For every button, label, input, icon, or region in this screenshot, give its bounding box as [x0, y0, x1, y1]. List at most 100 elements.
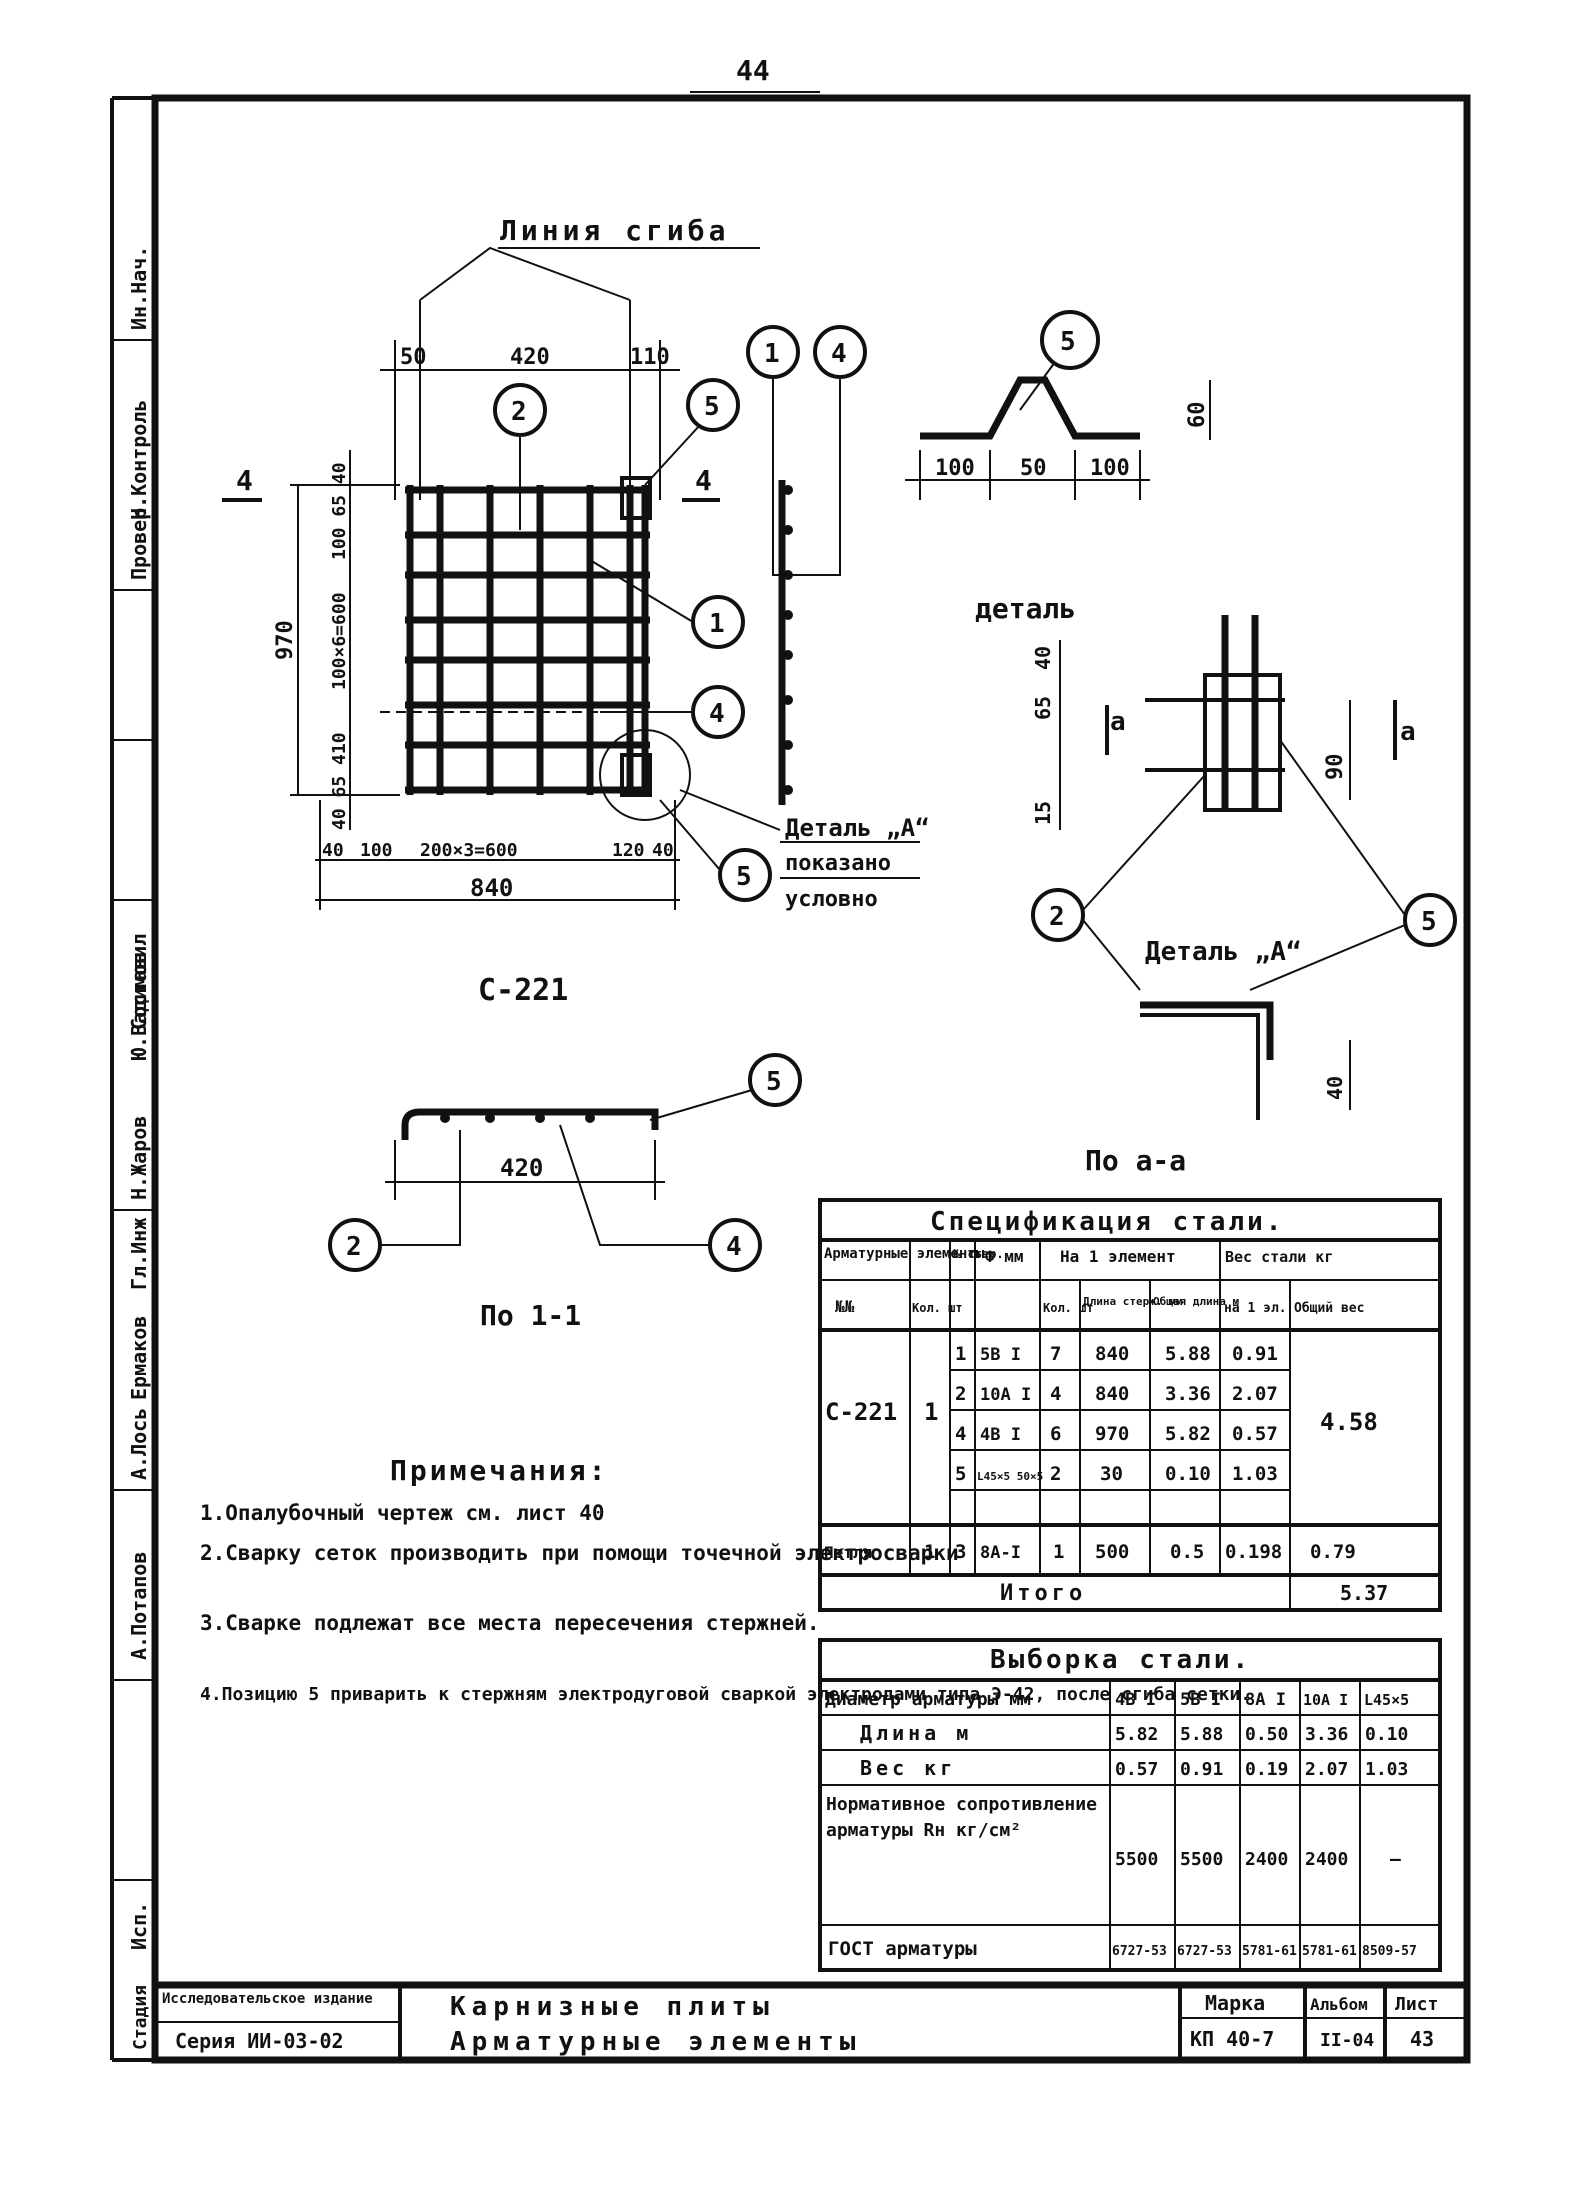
svg-text:Н.Контроль: Н.Контроль [127, 400, 151, 520]
svg-text:—: — [1390, 1849, 1401, 1870]
svg-text:5500: 5500 [1180, 1849, 1223, 1870]
svg-text:40: 40 [322, 840, 344, 861]
svg-text:40 65 410: 40 65 410 [329, 732, 350, 830]
svg-text:Кол. шт: Кол. шт [912, 1301, 963, 1315]
svg-text:Выборка стали.: Выборка стали. [990, 1645, 1251, 1675]
svg-text:Ермаков: Ермаков [127, 1316, 151, 1400]
svg-text:6727-53: 6727-53 [1177, 1944, 1232, 1959]
svg-text:420: 420 [510, 345, 550, 370]
svg-text:на 1 эл.: на 1 эл. [1224, 1301, 1287, 1316]
svg-text:0.5: 0.5 [1170, 1541, 1204, 1563]
svg-text:5.37: 5.37 [1340, 1581, 1388, 1605]
svg-text:Деталь „А“: Деталь „А“ [785, 814, 930, 842]
svg-text:8А I: 8А I [1245, 1690, 1286, 1710]
svg-text:5: 5 [1060, 327, 1076, 357]
svg-text:1: 1 [1053, 1541, 1064, 1563]
svg-text:5: 5 [1421, 907, 1437, 937]
svg-text:Гл.Инж: Гл.Инж [127, 1218, 151, 1290]
svg-text:0.198: 0.198 [1225, 1541, 1282, 1563]
svg-text:2400: 2400 [1305, 1849, 1348, 1870]
svg-text:Арматурные элементы: Арматурные элементы [824, 1246, 985, 1262]
svg-text:показано: показано [785, 851, 891, 876]
svg-text:1.Опалубочный чертеж см. лист: 1.Опалубочный чертеж см. лист 40 [200, 1501, 605, 1525]
svg-text:120: 120 [612, 840, 645, 861]
svg-text:№ стер.: № стер. [953, 1247, 1004, 1261]
svg-text:С-221: С-221 [825, 1398, 897, 1426]
svg-text:8509-57: 8509-57 [1362, 1944, 1417, 1959]
svg-text:0.50: 0.50 [1245, 1724, 1288, 1745]
svg-text:Общая длина м: Общая длина м [1153, 1295, 1239, 1308]
sheet-top-number: 44 [736, 54, 770, 87]
svg-text:8А-I: 8А-I [980, 1543, 1021, 1563]
svg-text:Серия ИИ-03-02: Серия ИИ-03-02 [175, 2029, 344, 2053]
svg-text:200×3=600: 200×3=600 [420, 840, 518, 861]
svg-text:Кол. шт: Кол. шт [1043, 1301, 1094, 1315]
svg-text:4.Позицию 5 приварить к стержн: 4.Позицию 5 приварить к стержням электро… [200, 1684, 1251, 1705]
svg-text:Итого: Итого [1000, 1581, 1086, 1606]
svg-text:2: 2 [511, 397, 527, 427]
svg-text:5В I: 5В I [1180, 1690, 1221, 1710]
svg-text:2: 2 [346, 1232, 362, 1262]
svg-text:5.88: 5.88 [1165, 1343, 1211, 1365]
svg-text:II-04: II-04 [1320, 2030, 1374, 2051]
svg-text:0.57: 0.57 [1115, 1759, 1158, 1780]
svg-text:60: 60 [1185, 402, 1210, 429]
svg-text:ГОСТ арматуры: ГОСТ арматуры [828, 1938, 977, 1960]
svg-text:40: 40 [652, 840, 674, 861]
svg-text:По 1-1: По 1-1 [480, 1299, 581, 1332]
svg-text:Карнизные плиты: Карнизные плиты [450, 1992, 775, 2022]
svg-text:1.03: 1.03 [1232, 1463, 1278, 1485]
svg-text:3.36: 3.36 [1165, 1383, 1211, 1405]
svg-text:а: а [1400, 717, 1416, 747]
svg-text:4.58: 4.58 [1320, 1408, 1378, 1436]
sample-table: Выборка стали. Диаметр арматуры мм 4В I … [818, 1638, 1442, 1972]
svg-text:40: 40 [1031, 646, 1055, 670]
svg-text:4В I: 4В I [980, 1425, 1021, 1445]
svg-text:Деталь „А“: Деталь „А“ [1145, 937, 1302, 967]
svg-text:840: 840 [470, 874, 513, 902]
svg-text:110: 110 [630, 345, 670, 370]
svg-text:420: 420 [500, 1154, 543, 1182]
svg-text:0.10: 0.10 [1165, 1463, 1211, 1485]
svg-text:Ин.Нач.: Ин.Нач. [127, 246, 151, 330]
svg-text:2.07: 2.07 [1305, 1759, 1348, 1780]
svg-text:L45×5 50×5: L45×5 50×5 [977, 1470, 1043, 1483]
svg-text:6: 6 [1050, 1423, 1061, 1445]
svg-text:4: 4 [236, 464, 253, 497]
svg-text:На 1 элемент: На 1 элемент [1060, 1247, 1176, 1266]
svg-text:0.57: 0.57 [1232, 1423, 1278, 1445]
svg-text:По а-а: По а-а [1085, 1144, 1186, 1177]
svg-text:А.Потапов: А.Потапов [127, 1552, 151, 1660]
svg-text:2: 2 [1050, 1463, 1061, 1485]
svg-text:2: 2 [1049, 902, 1065, 932]
svg-text:970: 970 [1095, 1423, 1129, 1445]
svg-text:500: 500 [1095, 1541, 1129, 1563]
svg-text:деталь: деталь [975, 592, 1076, 625]
svg-text:Лист: Лист [1395, 1994, 1438, 2015]
svg-text:0.19: 0.19 [1245, 1759, 1288, 1780]
svg-text:Составил: Составил [127, 934, 151, 1030]
svg-text:4: 4 [1050, 1383, 1061, 1405]
svg-text:5.82: 5.82 [1165, 1423, 1211, 1445]
svg-text:L45×5: L45×5 [1364, 1691, 1409, 1709]
svg-text:а: а [1110, 707, 1126, 737]
svg-text:Стадия: Стадия [130, 1985, 151, 2050]
svg-text:Общий вес: Общий вес [1294, 1301, 1364, 1316]
svg-text:5: 5 [766, 1067, 782, 1097]
svg-text:2: 2 [955, 1383, 966, 1405]
svg-text:Исследовательское издание: Исследовательское издание [162, 1991, 373, 2007]
svg-text:90: 90 [1323, 754, 1348, 781]
svg-text:100: 100 [935, 456, 975, 481]
svg-text:Марка: Марка [1205, 1991, 1265, 2015]
section-1-1-view: 5 420 2 4 По 1-1 [328, 1053, 802, 1332]
svg-text:Провер.: Провер. [127, 496, 151, 580]
detail-a-view: 65 40 15 90 а а 2 5 Деталь „А“ 40 По а-а [1031, 615, 1457, 1177]
svg-text:100: 100 [1090, 456, 1130, 481]
svg-text:1: 1 [924, 1541, 935, 1563]
svg-text:Ф мм: Ф мм [985, 1247, 1024, 1266]
svg-text:4: 4 [709, 699, 725, 729]
svg-text:Вес стали кг: Вес стали кг [1225, 1248, 1333, 1266]
svg-text:0.91: 0.91 [1232, 1343, 1278, 1365]
bar5-view: 5 100 50 100 60 деталь [905, 310, 1211, 625]
